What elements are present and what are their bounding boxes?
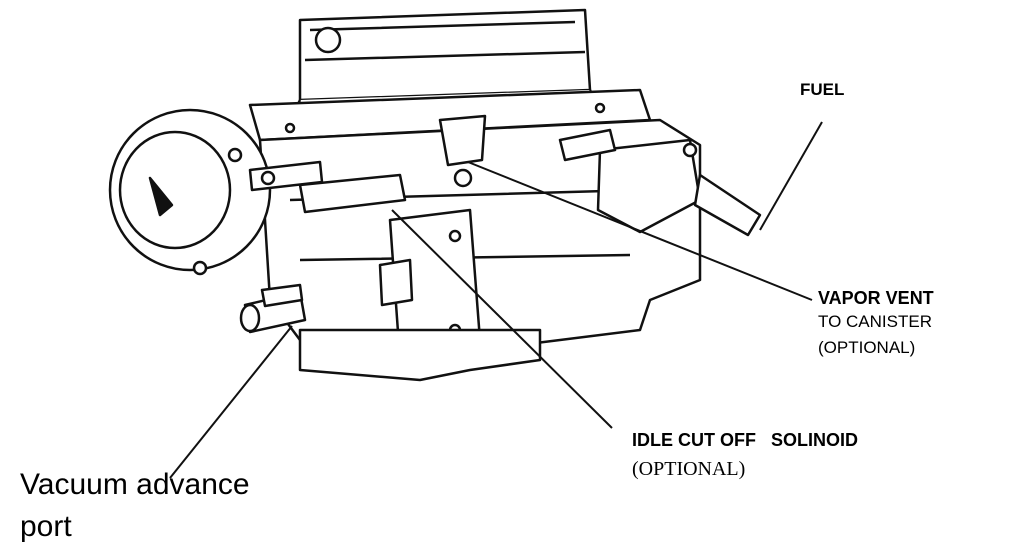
to-canister-label: TO CANISTER: [818, 312, 932, 331]
idle-optional-label: (OPTIONAL): [632, 458, 746, 480]
leader-lines: [170, 122, 822, 478]
idle-cut-off-leader-line: [392, 210, 612, 428]
vacuum-advance-leader-line: [170, 326, 292, 478]
idle-cut-off-label: IDLE CUT OFF SOLINOID: [632, 430, 858, 450]
vapor-vent-leader-line: [468, 162, 812, 300]
vacuum-advance-label: Vacuum advance: [20, 468, 250, 501]
carburetor-illustration: [110, 10, 760, 380]
fuel-label: FUEL: [800, 80, 845, 99]
port-label: port: [20, 510, 72, 543]
vapor-vent-label: VAPOR VENT: [818, 288, 934, 308]
fuel-leader-line: [760, 122, 822, 230]
vapor-optional-label: (OPTIONAL): [818, 338, 916, 357]
